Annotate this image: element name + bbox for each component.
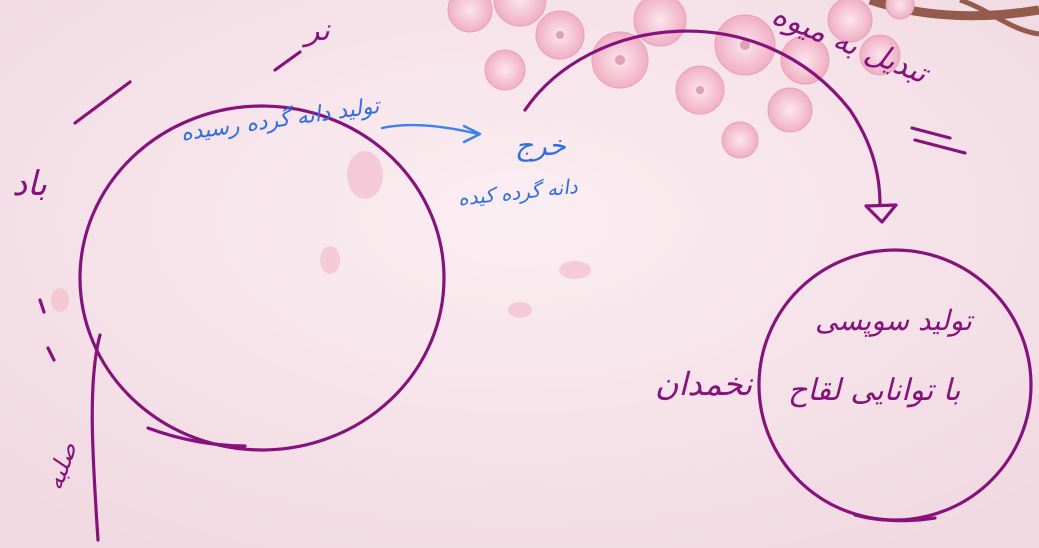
label-male: نر: [301, 13, 332, 48]
right-line1: تولید سوپسی: [815, 304, 975, 337]
middle-label-line1: خرج: [515, 129, 567, 162]
right-line2: با توانایی لقاح: [788, 373, 960, 408]
right-side-label: نخمدان: [655, 365, 753, 403]
label-wind: باد: [12, 164, 47, 204]
